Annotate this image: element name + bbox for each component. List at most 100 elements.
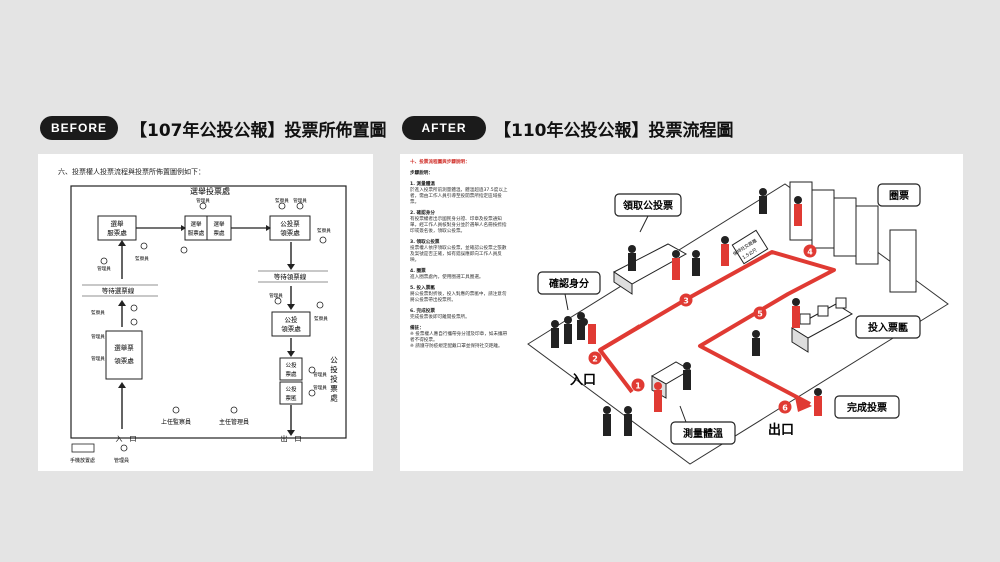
steps-sidebar: 十、投票流程圖與步驟說明： 步驟說明： 1. 測量體溫 於進入投票所前測量體溫，… — [410, 160, 510, 350]
svg-text:2: 2 — [592, 355, 598, 364]
step-body: 有投票權者出示國民身分證、印章及投票通知單，經工作人員核對身分並於選舉人名冊按捺… — [410, 217, 507, 234]
callout-measure: 測量體溫 — [670, 405, 736, 445]
step-title: 5. 投入票匭 — [410, 286, 435, 291]
svg-text:票匭: 票匭 — [285, 395, 297, 402]
note-title: 備註： — [410, 326, 424, 331]
svg-text:監察員: 監察員 — [91, 309, 105, 316]
box-pickup — [105, 330, 143, 380]
svg-text:5: 5 — [757, 310, 763, 319]
hall-label: 選舉投票處 — [190, 186, 230, 196]
callout-confirm: 確認身分 — [537, 271, 601, 311]
box-vote-box — [279, 381, 303, 405]
note-item: ※ 投票權人應自行攜帶身分證及印章，如未攜帶者不得投票。 — [410, 332, 508, 343]
svg-text:管理員: 管理員 — [313, 384, 327, 391]
step-body: 於進入投票所前測量體溫，體溫超過37.5度以上者，需由工作人員引導至投開票所指定… — [410, 188, 508, 205]
step-badge-1: 1 — [631, 378, 645, 392]
box-vote-receive — [269, 215, 311, 241]
svg-text:管理員: 管理員 — [269, 292, 283, 299]
callout-receive: 領取公投票 — [614, 193, 682, 233]
svg-text:選舉: 選舉 — [213, 220, 225, 228]
box-election-ballot — [206, 215, 232, 241]
svg-text:票處: 票處 — [285, 370, 297, 378]
svg-text:上任監察員: 上任監察員 — [161, 418, 191, 426]
before-title: 【107年公投公報】投票所佈置圖 — [130, 121, 387, 141]
svg-text:公投票: 公投票 — [280, 219, 300, 228]
svg-text:6: 6 — [782, 404, 788, 413]
svg-text:4: 4 — [807, 248, 813, 257]
svg-text:投入票匭: 投入票匭 — [868, 321, 908, 334]
step-title: 1. 測量體溫 — [410, 182, 435, 187]
step-body: 投票權人依序領取公投票，並確認公投票之張數及案號是否正確，如有錯誤應即向工作人員… — [410, 246, 507, 263]
step-badge-4: 4 — [803, 244, 817, 258]
svg-text:服票處: 服票處 — [107, 228, 127, 237]
people — [551, 188, 767, 436]
step-body: 完成投票後即可離開投票所。 — [410, 315, 470, 320]
svg-text:票處: 票處 — [213, 229, 225, 237]
svg-text:領票處: 領票處 — [281, 324, 301, 333]
after-entrance: 入口 — [570, 373, 596, 388]
svg-text:管理員: 管理員 — [97, 265, 111, 272]
svg-text:公投: 公投 — [285, 385, 297, 393]
step-title: 2. 確認身分 — [410, 211, 435, 216]
svg-text:圈票: 圈票 — [889, 190, 909, 202]
step-badge-2: 2 — [588, 351, 602, 365]
legend-phone: 手機放置處 — [70, 457, 95, 464]
svg-text:完成投票: 完成投票 — [847, 401, 887, 414]
step-title: 3. 領取公投票 — [410, 240, 440, 245]
after-title: 【110年公投公報】投票流程圖 — [494, 121, 734, 141]
step-badge-5: 5 — [753, 306, 767, 320]
svg-text:管理員: 管理員 — [313, 371, 327, 378]
step-title: 4. 圈票 — [410, 269, 426, 274]
svg-text:監察員: 監察員 — [275, 197, 289, 204]
before-floorplan-panel: 六、投票權人投票流程與投票所佈置圖例如下： 選舉投票處 選舉 服票處 選舉 服票… — [38, 154, 373, 471]
svg-text:服票處: 服票處 — [188, 229, 205, 237]
svg-text:監察員: 監察員 — [135, 255, 149, 262]
step-body: 將公投票對折後，投入對應的票匭中，請注意勿將公投票帶出投票所。 — [410, 292, 507, 303]
svg-text:3: 3 — [683, 297, 689, 306]
svg-text:管理員: 管理員 — [91, 333, 105, 340]
svg-text:主任管理員: 主任管理員 — [219, 418, 249, 426]
svg-text:管理員: 管理員 — [293, 197, 307, 204]
svg-text:領取公投票: 領取公投票 — [622, 199, 673, 212]
after-doc-heading: 十、投票流程圖與步驟說明： — [410, 160, 470, 165]
svg-text:領票處: 領票處 — [280, 228, 300, 237]
svg-text:1: 1 — [635, 382, 641, 391]
step-badge-6: 6 — [778, 400, 792, 414]
before-entrance: 入 口 — [116, 435, 137, 443]
steps-title: 步驟說明： — [410, 171, 433, 176]
step-body: 進入圈票處內，使用圈選工具圈選。 — [410, 275, 484, 280]
after-flow-panel: 十、投票流程圖與步驟說明： 步驟說明： 1. 測量體溫 於進入投票所前測量體溫，… — [400, 154, 963, 471]
distance-banner — [731, 229, 769, 265]
before-doc-heading: 六、投票權人投票流程與投票所佈置圖例如下： — [58, 167, 205, 176]
box-vote-booth — [279, 357, 303, 381]
vote-area-title: 公投投票處 — [329, 356, 338, 404]
svg-text:公投: 公投 — [285, 361, 297, 369]
step-badge-3: 3 — [679, 293, 693, 307]
svg-text:監察員: 監察員 — [317, 227, 331, 234]
after-exit: 出口 — [768, 422, 794, 438]
before-exit: 出 口 — [281, 434, 302, 443]
svg-text:監察員: 監察員 — [314, 315, 328, 322]
floor-outline — [527, 183, 949, 465]
svg-text:確認身分: 確認身分 — [549, 277, 589, 290]
note-item: ※ 請遵守防疫規定配戴口罩並保持社交距離。 — [410, 344, 503, 349]
route-from-entrance — [598, 324, 642, 352]
wait-line-vote: 等待領票線 — [274, 272, 307, 281]
wait-line-election: 等待選票線 — [102, 286, 135, 295]
svg-text:管理員: 管理員 — [91, 355, 105, 362]
legend-staff: 管理員 — [114, 457, 129, 464]
callout-done: 完成投票 — [834, 395, 900, 419]
after-tag: AFTER — [402, 116, 486, 140]
box-election-id — [97, 215, 137, 241]
before-tag: BEFORE — [40, 116, 118, 140]
box-vote-ballot — [271, 311, 311, 337]
people-highlighted — [580, 196, 822, 416]
callout-mark: 圈票 — [877, 183, 921, 207]
after-flow-illustration: 保持社交距離 1.5公尺 1 2 3 4 5 — [527, 181, 949, 465]
before-floorplan: 六、投票權人投票流程與投票所佈置圖例如下： 選舉投票處 選舉 服票處 選舉 服票… — [58, 167, 347, 464]
svg-text:公投: 公投 — [285, 315, 299, 324]
svg-text:選舉: 選舉 — [111, 219, 125, 228]
svg-text:領票處: 領票處 — [114, 356, 134, 365]
svg-text:測量體溫: 測量體溫 — [683, 427, 723, 440]
svg-text:選舉票: 選舉票 — [114, 343, 134, 352]
